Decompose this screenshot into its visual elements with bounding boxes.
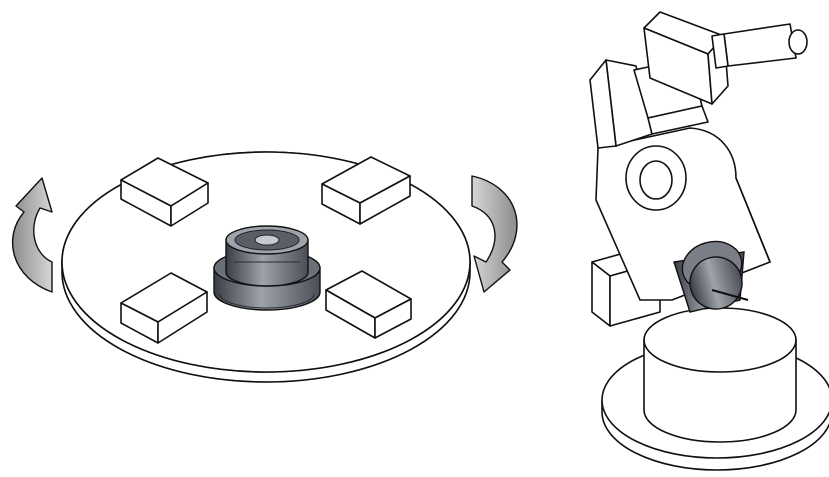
robot-shoulder-reducer [673,240,749,313]
robot-end-effector [711,23,808,69]
workpiece-block-back-right [321,156,411,225]
turntable-reducer [213,225,321,311]
workpiece-block-front-left [120,272,208,344]
rotation-arrow-left-icon [11,177,53,293]
turntable [61,151,471,383]
robot-elbow-hole [639,160,673,200]
workpiece-block-back-left [120,157,209,227]
robot-base-cylinder-top [643,307,797,373]
workpiece-block-front-right [325,270,412,339]
robot-arm [589,11,829,471]
rotation-arrow-right-icon [471,175,518,293]
